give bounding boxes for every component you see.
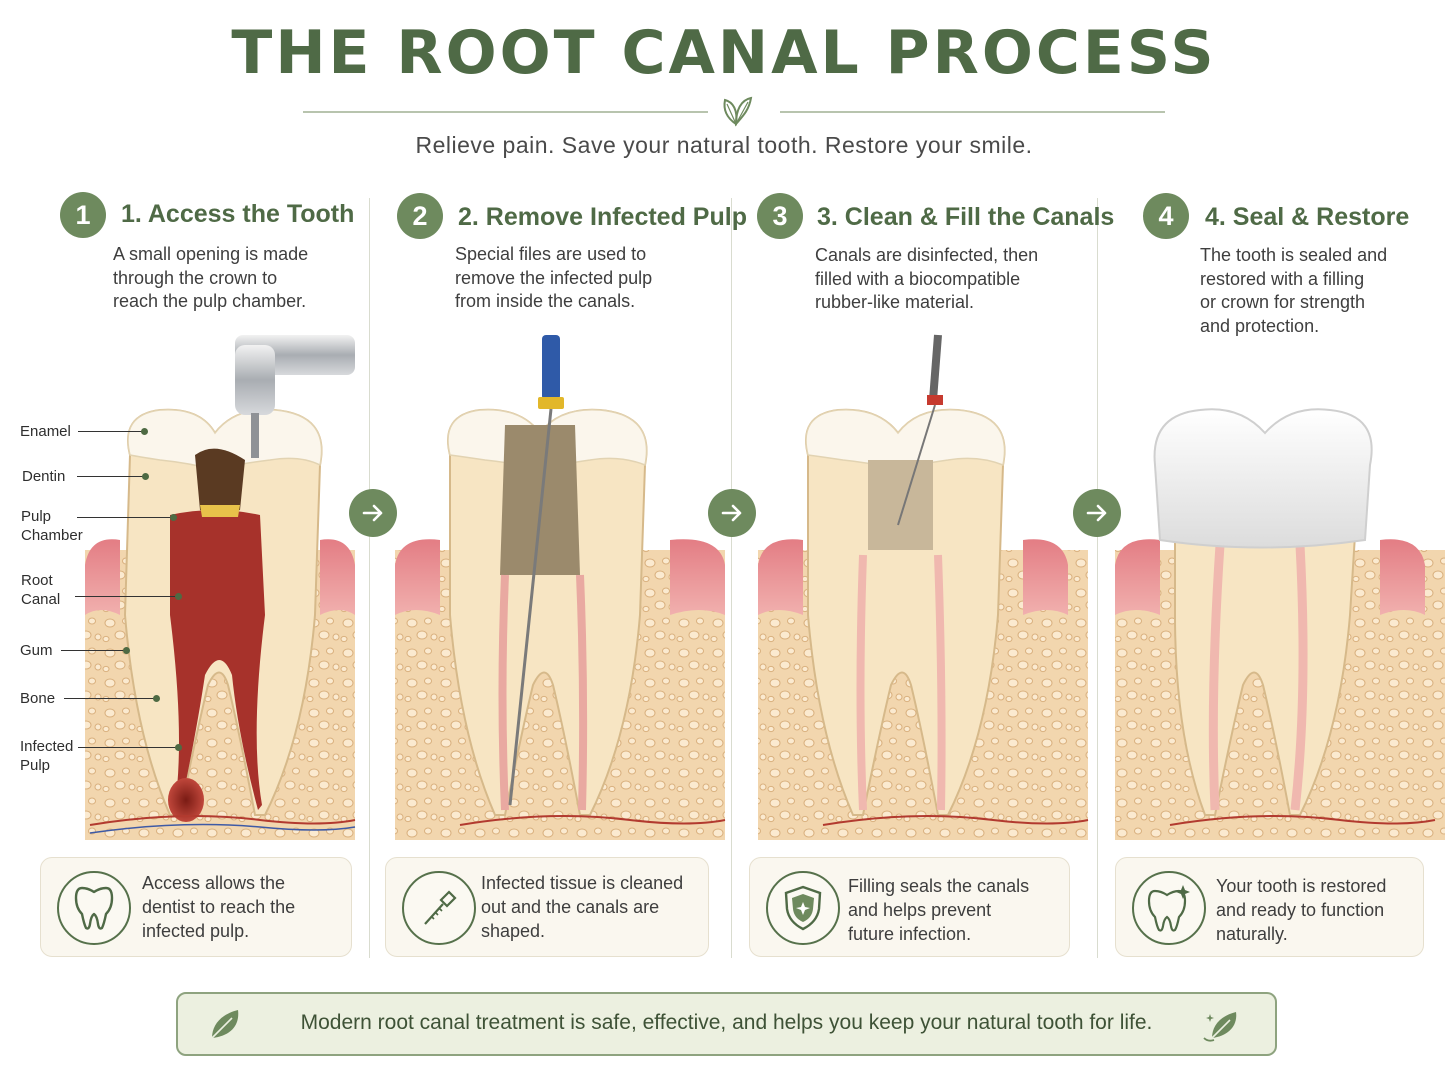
cavity <box>195 448 245 515</box>
step-3-badge: 3 <box>757 193 803 239</box>
leaf-icon <box>723 96 753 127</box>
column-separator <box>1097 198 1098 958</box>
infection <box>168 778 204 822</box>
column-separator <box>731 198 732 958</box>
dental-crown <box>1153 408 1373 549</box>
leaf-sparkle-icon <box>1203 1012 1237 1042</box>
label-bone: Bone <box>20 690 56 707</box>
label-gum: Gum <box>20 642 53 659</box>
title-divider-right <box>780 111 1165 113</box>
next-arrow-icon[interactable] <box>349 489 397 537</box>
footer-text: Modern root canal treatment is safe, eff… <box>300 1011 1153 1034</box>
step-1-badge: 1 <box>60 192 106 238</box>
shield-icon <box>766 871 840 945</box>
label-dentin: Dentin <box>22 468 66 485</box>
opened-chamber <box>500 425 580 575</box>
next-arrow-icon[interactable] <box>708 489 756 537</box>
leaf-icon <box>211 1010 239 1039</box>
sparkle-tooth-icon <box>1132 871 1206 945</box>
tooth-icon <box>57 871 131 945</box>
step-1-title: 1. Access the Tooth <box>121 200 355 228</box>
next-arrow-icon[interactable] <box>1073 489 1121 537</box>
page-title: THE ROOT CANAL PROCESS <box>231 18 1217 88</box>
footer-banner: Modern root canal treatment is safe, eff… <box>176 992 1277 1056</box>
tooth-illustration-step-4 <box>1115 408 1445 840</box>
filling-material <box>868 460 933 550</box>
infected-pulp <box>170 510 265 810</box>
plugger-instrument <box>927 395 943 405</box>
page-subtitle: Relieve pain. Save your natural tooth. R… <box>415 132 1033 158</box>
tooth-illustration-step-3 <box>758 334 1089 840</box>
gum-left <box>85 539 120 615</box>
step-4-badge: 4 <box>1143 193 1189 239</box>
dental-file-icon <box>402 871 476 945</box>
column-separator <box>369 198 370 958</box>
step-4-title: 4. Seal & Restore <box>1205 203 1410 231</box>
step-3-title: 3. Clean & Fill the Canals <box>817 203 1115 231</box>
step-2-badge: 2 <box>397 193 443 239</box>
enamel <box>805 408 1006 471</box>
enamel <box>127 408 323 471</box>
tooth-illustration-step-2 <box>395 335 726 840</box>
title-divider-left <box>303 111 708 113</box>
endodontic-file <box>542 335 560 400</box>
label-enamel: Enamel <box>20 423 71 440</box>
step-2-title: 2. Remove Infected Pulp <box>458 203 747 231</box>
tooth-illustration-step-1 <box>85 335 356 840</box>
